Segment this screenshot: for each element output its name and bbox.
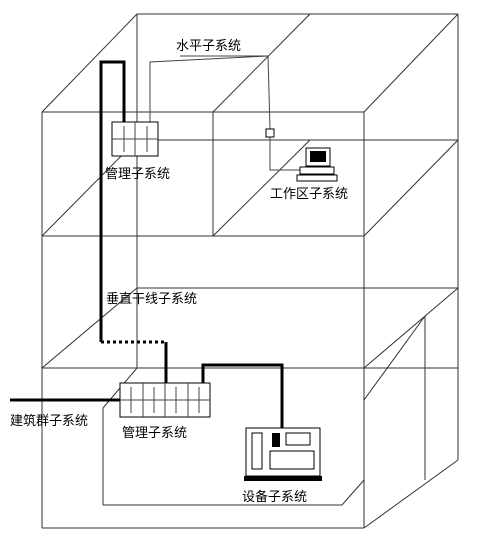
cabling bbox=[10, 55, 300, 428]
equipment-server-icon bbox=[244, 427, 322, 481]
vertical-backbone-cable bbox=[99, 60, 126, 170]
label-lower-management-subsystem: 管理子系统 bbox=[122, 426, 187, 441]
label-work-area-subsystem: 工作区子系统 bbox=[270, 187, 348, 202]
labels: 水平子系统 管理子系统 工作区子系统 垂直干线子系统 建筑群子系统 管理子系统 … bbox=[10, 39, 348, 505]
workstation-cable bbox=[269, 137, 300, 171]
label-vertical-backbone-subsystem: 垂直干线子系统 bbox=[106, 292, 197, 307]
wall-outlet-icon bbox=[265, 128, 275, 138]
label-equipment-subsystem: 设备子系统 bbox=[242, 489, 307, 505]
label-campus-subsystem: 建筑群子系统 bbox=[10, 413, 88, 429]
equipment-cable bbox=[201, 363, 284, 428]
workstation-computer-icon bbox=[296, 147, 338, 182]
lower-mgmt-cabinet bbox=[119, 382, 211, 418]
label-upper-management-subsystem: 管理子系统 bbox=[105, 167, 170, 182]
label-horizontal-subsystem: 水平子系统 bbox=[176, 39, 241, 54]
horizontal-cable bbox=[149, 55, 271, 130]
upper-mgmt-cabinet bbox=[111, 121, 159, 157]
